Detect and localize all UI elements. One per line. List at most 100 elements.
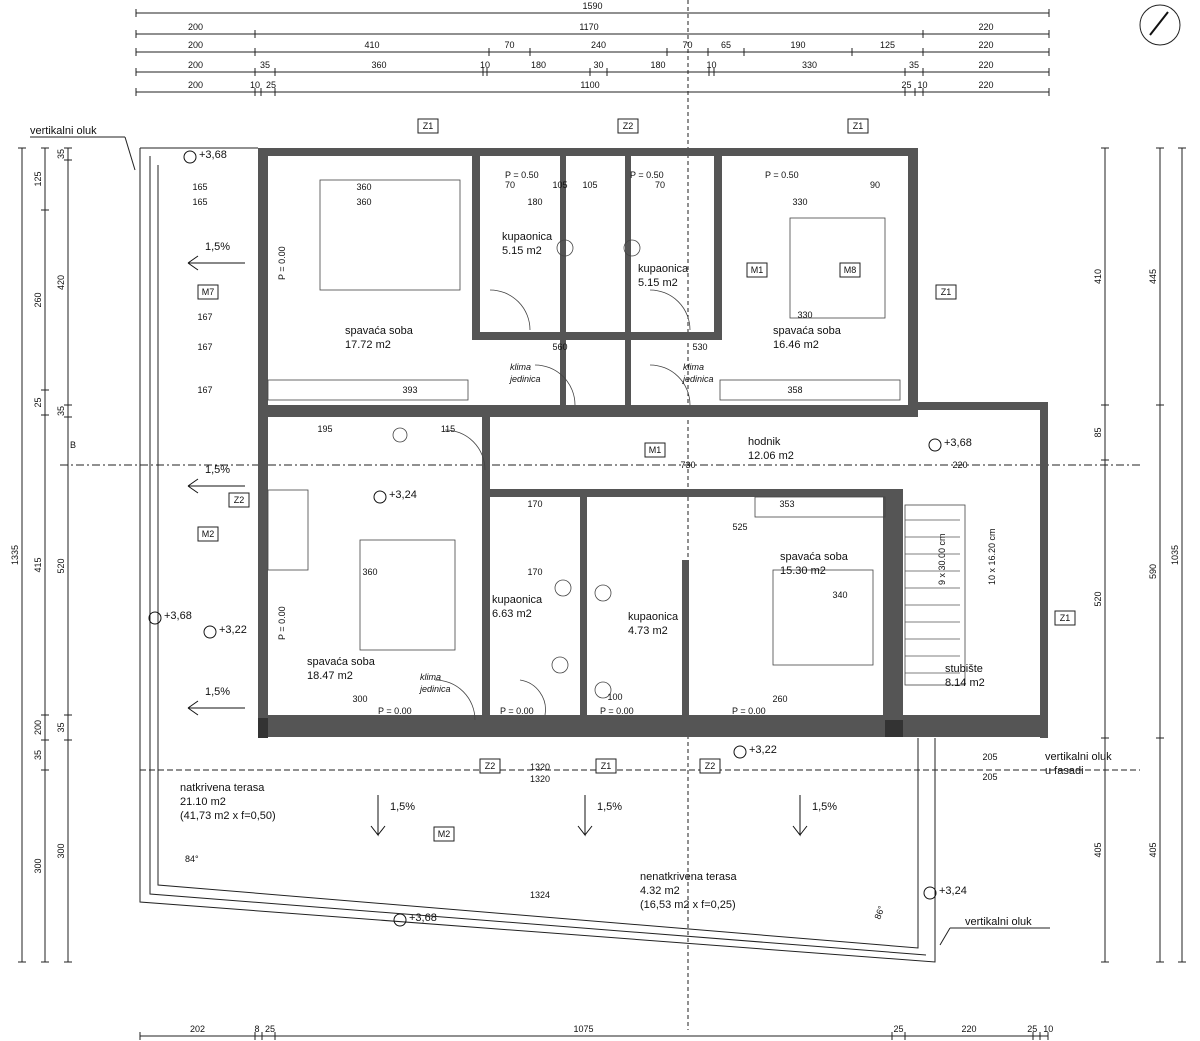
dimension-label: 25: [901, 80, 911, 90]
ac-unit-label: jedinica: [509, 374, 541, 384]
inner-dimension-label: 90: [870, 180, 880, 190]
tag-label: Z1: [601, 761, 612, 771]
terrace-area: 21.10 m2: [180, 796, 226, 808]
inner-dimension-label: 360: [356, 197, 371, 207]
inner-dimension-label: 115: [441, 424, 455, 434]
level-marker-icon: [203, 625, 217, 639]
dimension-label: 300: [33, 858, 43, 873]
room-area: 16.46 m2: [773, 339, 819, 351]
room-area: 5.15 m2: [502, 245, 542, 257]
tag-label: M8: [844, 265, 857, 275]
tag-box: [839, 262, 861, 278]
dimension-label: 445: [1148, 269, 1158, 284]
ac-unit-label: jedinica: [682, 374, 714, 384]
stairs-spec: 9 x 30.00 cm: [937, 533, 947, 585]
slope-arrow-icon: [187, 478, 245, 494]
slope-label: 1,5%: [812, 801, 837, 813]
tag-box: [228, 492, 250, 508]
room-name: kupaonica: [628, 611, 679, 623]
inner-dimension-label: 360: [356, 182, 371, 192]
walls: [258, 148, 1048, 738]
inner-dimension-label: 165: [192, 182, 207, 192]
room-name: hodnik: [748, 436, 781, 448]
tag-label: Z2: [623, 121, 634, 131]
dimension-label: 220: [961, 1024, 976, 1034]
room-area: 18.47 m2: [307, 670, 353, 682]
terrace-note: (16,53 m2 x f=0,25): [640, 899, 736, 911]
inner-dimension-label: 100: [607, 692, 622, 702]
slope-arrow-icon: [370, 795, 386, 837]
dimension-label: 240: [591, 40, 606, 50]
room-name: kupaonica: [492, 594, 543, 606]
tag-label: Z1: [853, 121, 864, 131]
inner-dimension-label: 70: [505, 180, 515, 190]
inner-dimension-label: 167: [197, 385, 212, 395]
room-area: 5.15 m2: [638, 277, 678, 289]
level-label: +3,68: [164, 610, 192, 622]
inner-dimension-label: 393: [402, 385, 417, 395]
dimension-label: 8: [254, 1024, 259, 1034]
dimension-label: 220: [978, 60, 993, 70]
dimension-label: 590: [1148, 564, 1158, 579]
tag-box: [417, 118, 439, 134]
dimension-label: 35: [909, 60, 919, 70]
floor-height-label: P = 0.00: [732, 706, 766, 716]
dimension-label: 25: [33, 397, 43, 407]
room-name: spavaća soba: [780, 551, 849, 563]
inner-dimension-label: 1324: [530, 890, 550, 900]
section-mark: B: [70, 440, 76, 450]
dimension-label: 330: [802, 60, 817, 70]
tag-box: [433, 826, 455, 842]
dimension-label: 1170: [579, 22, 598, 32]
inner-dimension-label: 167: [197, 312, 212, 322]
inner-dimension-label: 300: [352, 694, 367, 704]
tag-box: [746, 262, 768, 278]
dimension-label: 200: [188, 40, 203, 50]
tag-label: M2: [202, 529, 215, 539]
inner-dimension-label: 180: [527, 197, 542, 207]
tag-label: M1: [649, 445, 662, 455]
level-label: +3,24: [939, 885, 967, 897]
slope-arrow-icon: [792, 795, 808, 837]
dimension-label: 10: [706, 60, 716, 70]
tag-label: Z2: [234, 495, 245, 505]
inner-dimension-label: 360: [362, 567, 377, 577]
floor-height-label: P = 0.50: [505, 170, 539, 180]
inner-dimension-label: 560: [552, 342, 567, 352]
dimension-label: 1075: [573, 1024, 593, 1034]
terrace-name: natkrivena terasa: [180, 782, 265, 794]
slope-label: 1,5%: [205, 686, 230, 698]
stairs-spec: 10 x 16.20 cm: [987, 528, 997, 585]
tag-box: [479, 758, 501, 774]
level-marker-icon: [733, 745, 747, 759]
terrace-area: 4.32 m2: [640, 885, 680, 897]
dimension-label: 10: [1043, 1024, 1053, 1034]
level-marker-icon: [393, 913, 407, 927]
dimension-label: 25: [265, 1024, 275, 1034]
tag-label: Z1: [941, 287, 952, 297]
inner-dimension-label: 220: [952, 460, 967, 470]
room-name: kupaonica: [638, 263, 689, 275]
inner-dimension-label: 165: [192, 197, 207, 207]
dimension-label: 1590: [582, 1, 602, 11]
level-marker-icon: [148, 611, 162, 625]
dimension-label: 35: [56, 149, 66, 159]
dimension-label: 202: [190, 1024, 205, 1034]
dimension-label: 220: [978, 22, 993, 32]
dimension-label: 220: [978, 40, 993, 50]
dimension-label: 360: [371, 60, 386, 70]
dimension-label: 25: [266, 80, 276, 90]
dimension-label: 405: [1148, 842, 1158, 857]
slope-label: 1,5%: [390, 801, 415, 813]
floor-height-label: P = 0.00: [600, 706, 634, 716]
level-label: +3,22: [749, 744, 777, 756]
terrace-labels: natkrivena terasa 21.10 m2 (41,73 m2 x f…: [30, 4, 1181, 946]
dimension-label: 410: [364, 40, 379, 50]
